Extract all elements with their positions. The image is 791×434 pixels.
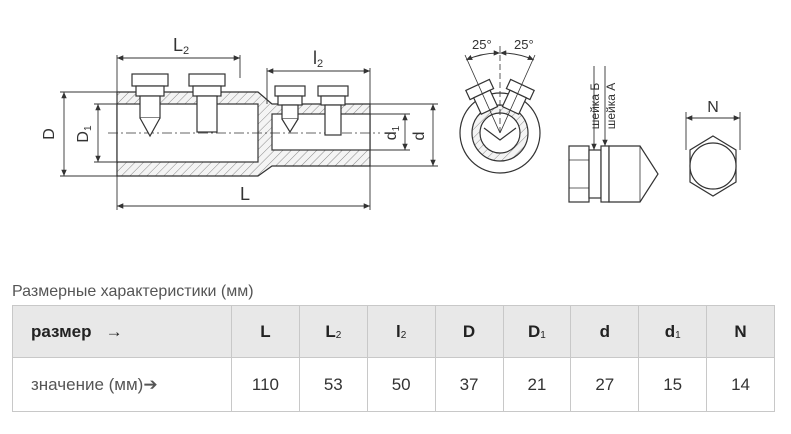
value-N: 14 bbox=[706, 357, 775, 412]
header-col-D: D bbox=[434, 305, 504, 358]
header-col-D1: D1 bbox=[502, 305, 572, 358]
hex-head-view bbox=[689, 135, 737, 197]
table-caption: Размерные характеристики (мм) bbox=[12, 283, 254, 300]
label-D: D bbox=[41, 128, 58, 140]
label-N: N bbox=[707, 99, 719, 116]
connector-side-view bbox=[108, 73, 380, 177]
header-col-N: N bbox=[706, 305, 775, 358]
value-d: 27 bbox=[570, 357, 640, 412]
label-neck-b: шейка Б bbox=[588, 83, 602, 130]
header-col-L2: L2 bbox=[298, 305, 368, 358]
value-label-cell: значение (мм)➔ bbox=[12, 357, 232, 412]
bolt-small-left bbox=[274, 85, 306, 134]
value-l2: 50 bbox=[366, 357, 436, 412]
value-L2: 53 bbox=[298, 357, 368, 412]
label-neck-a: шейка А bbox=[604, 83, 618, 130]
header-label-cell: размер → bbox=[12, 305, 232, 358]
header-col-l2: l2 bbox=[366, 305, 436, 358]
dimension-lines bbox=[60, 55, 438, 210]
arrow-right-icon: → bbox=[105, 321, 123, 341]
bolt-profile-view bbox=[568, 145, 659, 203]
value-D: 37 bbox=[434, 357, 504, 412]
dimensions-table: размер → L L2 l2 D D1 d d1 N значение (м… bbox=[12, 305, 775, 412]
dimension-N bbox=[685, 112, 741, 150]
header-col-L: L bbox=[231, 305, 300, 358]
label-D1: D1 bbox=[75, 125, 94, 143]
header-col-d: d bbox=[570, 305, 640, 358]
bolt-small-right bbox=[317, 85, 349, 136]
label-angle-left: 25° bbox=[472, 37, 492, 52]
arrow-right-icon: ➔ bbox=[143, 374, 158, 394]
label-L2: L2 bbox=[173, 35, 189, 57]
label-l2: l2 bbox=[313, 48, 323, 70]
neck-pointers bbox=[591, 66, 608, 150]
technical-drawing: L2 l2 L D D1 d1 d 25° 25° bbox=[41, 35, 741, 210]
value-d1: 15 bbox=[638, 357, 708, 412]
label-d1: d1 bbox=[383, 125, 402, 140]
connector-end-view bbox=[459, 46, 541, 174]
bolt-large-left bbox=[131, 73, 169, 138]
table-value-row: значение (мм)➔ 110 53 50 37 21 27 15 14 bbox=[12, 357, 775, 412]
bolt-large-right bbox=[188, 73, 226, 133]
label-L: L bbox=[240, 184, 250, 204]
label-angle-right: 25° bbox=[514, 37, 534, 52]
header-col-d1: d1 bbox=[638, 305, 708, 358]
value-D1: 21 bbox=[502, 357, 572, 412]
value-L: 110 bbox=[231, 357, 300, 412]
table-header-row: размер → L L2 l2 D D1 d d1 N bbox=[12, 305, 775, 358]
label-d: d bbox=[411, 132, 428, 141]
